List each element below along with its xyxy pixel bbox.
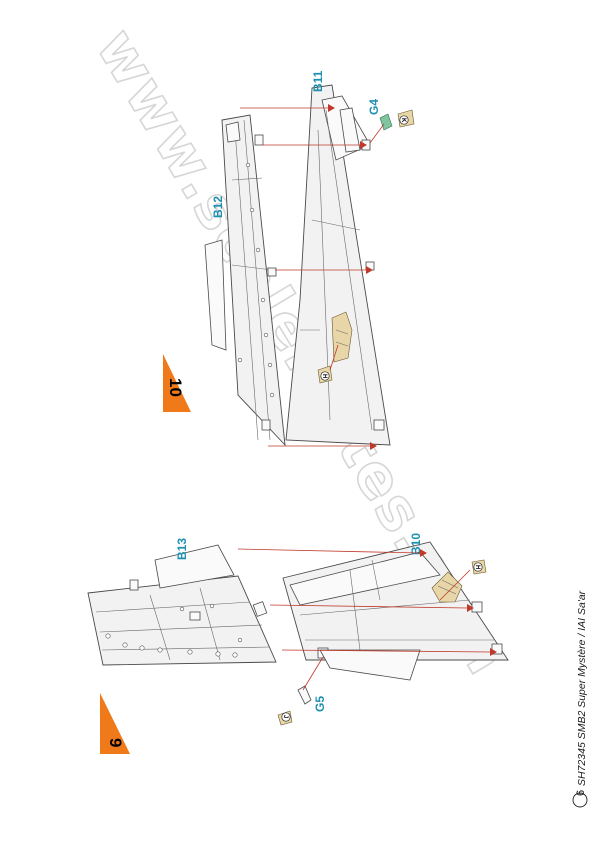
part-label-b12: B12 <box>211 196 225 218</box>
step-10-triangle <box>163 354 191 412</box>
marker-k-step10: K <box>397 109 415 128</box>
part-label-b10: B10 <box>409 533 423 555</box>
svg-text:H: H <box>321 374 327 378</box>
part-b13-drawing <box>87 544 277 666</box>
footer: 6 SH72345 SMB2 Super Mystère / IAI Sa'ar <box>572 590 588 808</box>
part-label-g4: G4 <box>367 99 381 115</box>
part-label-g5: G5 <box>313 696 327 712</box>
part-b11-drawing <box>285 84 391 446</box>
marker-h-step9: H <box>471 559 487 575</box>
page-number: 6 <box>575 790 587 796</box>
page-number-circle <box>572 792 588 808</box>
step-9-triangle <box>100 693 130 754</box>
step-10-arrows <box>240 104 377 450</box>
part-b12-drawing <box>204 114 286 447</box>
part-label-b11: B11 <box>311 70 325 92</box>
part-label-b13: B13 <box>175 538 189 560</box>
marker-j-step9: J <box>277 710 293 726</box>
svg-text:H: H <box>474 565 480 569</box>
step-10-number: 10 <box>166 378 185 397</box>
part-g5-drawing <box>297 656 324 705</box>
footer-title: SH72345 SMB2 Super Mystère / IAI Sa'ar <box>576 590 588 786</box>
svg-text:K: K <box>400 118 406 123</box>
part-g4-drawing <box>369 113 393 144</box>
step-9-number: 9 <box>106 738 125 747</box>
step-10: 10 B12 <box>163 70 415 450</box>
marker-h-step10: H <box>317 365 333 384</box>
part-b10-drawing <box>282 541 509 681</box>
svg-text:J: J <box>282 715 288 718</box>
step-9: 9 B13 <box>87 533 509 754</box>
step-9-arrows <box>237 548 497 656</box>
